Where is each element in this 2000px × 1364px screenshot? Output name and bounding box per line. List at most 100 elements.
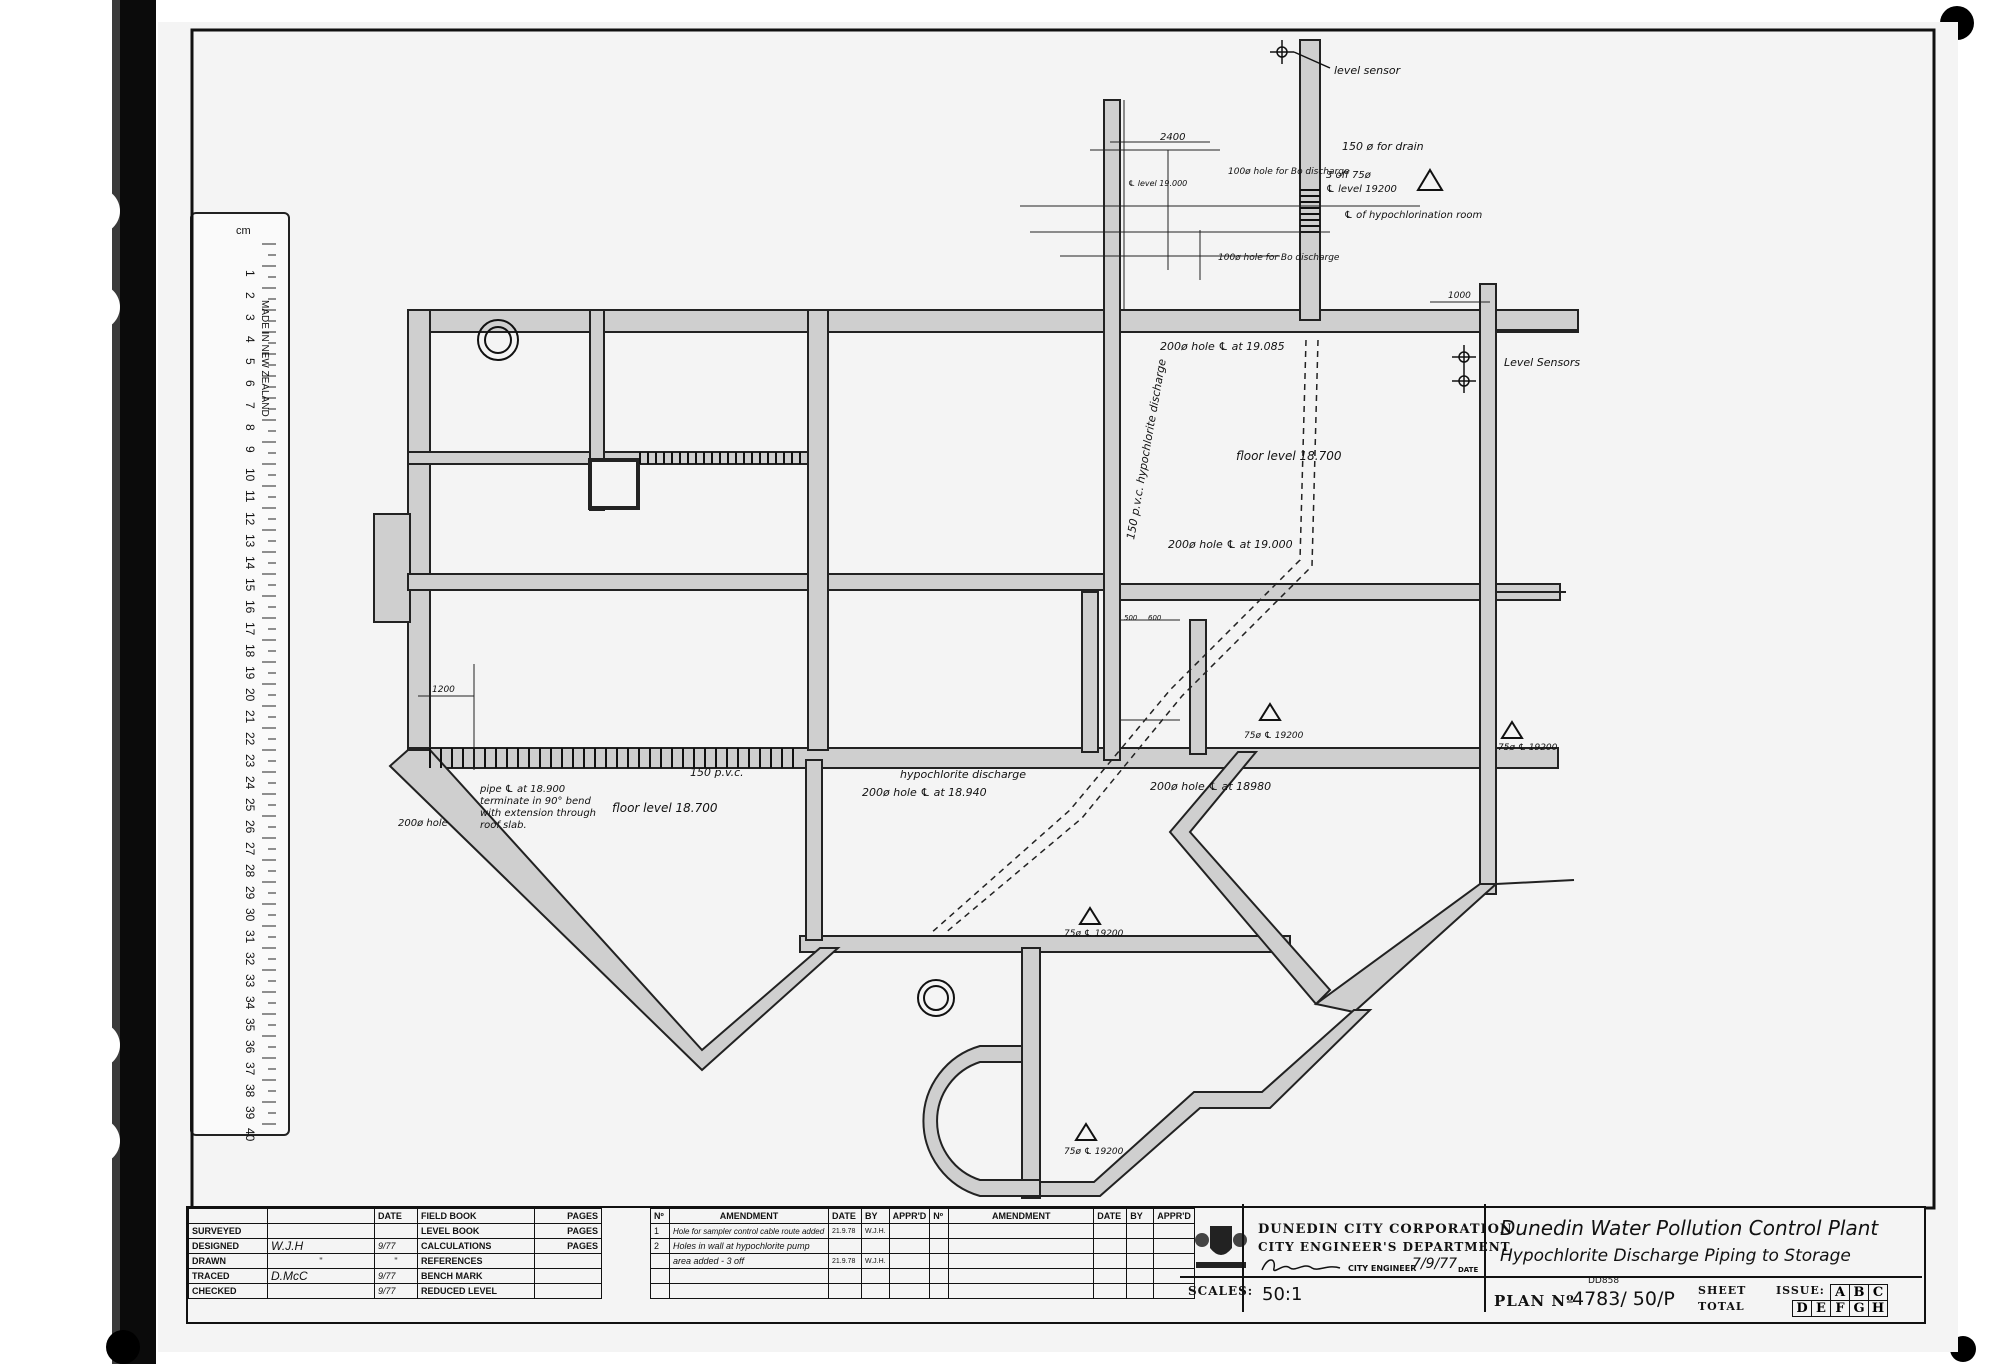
ruler-number: 14	[243, 556, 257, 570]
ruler-number: 28	[243, 864, 257, 878]
ruler-number: 13	[243, 534, 257, 548]
issue-letter: F	[1830, 1300, 1850, 1317]
ruler-number: 11	[243, 490, 257, 503]
record-date: 9/77	[374, 1238, 418, 1254]
ruler-number: 31	[243, 930, 257, 944]
label-pipe-75-c: 75ø ℄ 19200	[1064, 929, 1124, 939]
amend-text: area added - 3 off	[669, 1253, 829, 1269]
label-hole-discharge-2: 100ø hole for Bo discharge	[1218, 253, 1340, 263]
ruler-number: 15	[243, 578, 257, 592]
label-extension: with extension through	[480, 808, 596, 819]
divider-line	[1180, 1276, 1486, 1278]
department-name: CITY ENGINEER'S DEPARTMENT	[1258, 1240, 1511, 1254]
amend-header: Nº	[650, 1208, 670, 1224]
plan-number: 4783/ 50/P	[1572, 1288, 1675, 1310]
ruler-number: 17	[243, 622, 257, 636]
ruler-number: 3	[243, 314, 257, 321]
record-label: DRAWN	[188, 1253, 268, 1269]
issue-letter: A	[1830, 1284, 1850, 1301]
plan-label: PLAN Nº	[1494, 1292, 1575, 1310]
record-value	[267, 1223, 375, 1239]
record-date: 9/77	[374, 1283, 418, 1299]
hatching	[429, 189, 1320, 768]
record-label: CHECKED	[188, 1283, 268, 1299]
label-pipe-75-d: 75ø ℄ 19200	[1064, 1147, 1124, 1157]
label-dim-1200: 1200	[432, 685, 455, 695]
label-hole-19000: 200ø hole ℄ at 19.000	[1168, 538, 1293, 551]
organization-name: DUNEDIN CITY CORPORATION	[1258, 1222, 1513, 1237]
ruler-number: 2	[243, 292, 257, 299]
amend-header: BY	[1126, 1208, 1155, 1224]
ruler-number: 26	[243, 820, 257, 834]
ruler-number: 25	[243, 798, 257, 812]
ruler-number: 5	[243, 358, 257, 365]
tank-circle-b	[917, 979, 955, 1017]
tank-circle	[477, 319, 519, 361]
label-level-sensor: level sensor	[1334, 64, 1402, 77]
ruler-number: 10	[243, 468, 257, 482]
corner-dot	[106, 1330, 140, 1364]
record-label: TRACED	[188, 1268, 268, 1284]
issue-letter: H	[1868, 1300, 1888, 1317]
walls	[373, 39, 1579, 1199]
ruler-number: 32	[243, 952, 257, 966]
total-label: TOTAL	[1698, 1300, 1745, 1313]
ruler-unit: cm	[236, 225, 251, 237]
ruler-number: 20	[243, 688, 257, 702]
label-hole-200: 200ø hole	[398, 818, 448, 829]
ruler-number: 6	[243, 380, 257, 387]
amend-header: APPR'D	[888, 1208, 931, 1224]
label-dim-2400: 2400	[1160, 132, 1185, 143]
punch-hole	[74, 1022, 120, 1068]
label-pipe-75-b: 75ø ℄ 19200	[1498, 743, 1558, 753]
ruler-number: 22	[243, 732, 257, 746]
project-title: Dunedin Water Pollution Control Plant	[1500, 1216, 1879, 1240]
ruler-number: 9	[243, 446, 257, 453]
divider-line	[1484, 1204, 1486, 1312]
engineer-signature	[1261, 1259, 1341, 1272]
book-label: FIELD BOOK	[417, 1208, 535, 1224]
issue-letter: C	[1868, 1284, 1888, 1301]
record-label: DESIGNED	[188, 1238, 268, 1254]
ruler-number: 39	[243, 1106, 257, 1120]
ruler-number: 7	[243, 402, 257, 409]
label-pipe-75-a: 75ø ℄ 19200	[1244, 731, 1304, 741]
ruler-number: 35	[243, 1018, 257, 1032]
book-label: REFERENCES	[417, 1253, 535, 1269]
book-pages: PAGES	[534, 1238, 602, 1254]
tank-circle-b-inner	[923, 985, 949, 1011]
amend-date: 21.9.78	[828, 1223, 862, 1239]
label-level-19200: ℄ level 19200	[1326, 184, 1397, 195]
amend-by	[861, 1238, 890, 1254]
label-pipe-cl: pipe ℄ at 18.900	[479, 784, 565, 795]
issue-letter: D	[1792, 1300, 1812, 1317]
amend-date: 21.9.78	[828, 1253, 862, 1269]
label-cl-room: ℄ of hypochlorination room	[1344, 210, 1482, 221]
ruler-number: 38	[243, 1084, 257, 1098]
label-level-sensors: Level Sensors	[1504, 356, 1580, 369]
ruler-number: 1	[243, 270, 257, 277]
binding-edge	[112, 0, 120, 1364]
ruler-number: 16	[243, 600, 257, 614]
wall-diagonal-right-b	[1313, 883, 1499, 1014]
label-dim-600: 600	[1148, 614, 1162, 622]
label-for-drain: 150 ø for drain	[1342, 140, 1424, 153]
label-pvc-150: 150 p.v.c.	[690, 766, 744, 779]
issue-letter: G	[1849, 1300, 1869, 1317]
wall-curved-bay	[922, 1045, 1041, 1197]
label-hole-18980: 200ø hole ℄ at 18980	[1150, 780, 1271, 793]
book-pages	[534, 1253, 602, 1269]
label-dim-1000: 1000	[1448, 291, 1471, 301]
ruler-number: 19	[243, 666, 257, 680]
book-pages: PAGES	[534, 1223, 602, 1239]
ruler-number: 8	[243, 424, 257, 431]
record-value: D.McC	[267, 1268, 375, 1284]
book-label: REDUCED LEVEL	[417, 1283, 535, 1299]
label-roof-slab: roof slab.	[480, 820, 527, 831]
label-terminate: terminate in 90° bend	[480, 796, 591, 807]
ruler-number: 27	[243, 842, 257, 856]
amend-header: AMENDMENT	[948, 1208, 1095, 1224]
ruler-number: 12	[243, 512, 257, 526]
plan-ref: DD858	[1588, 1276, 1620, 1286]
